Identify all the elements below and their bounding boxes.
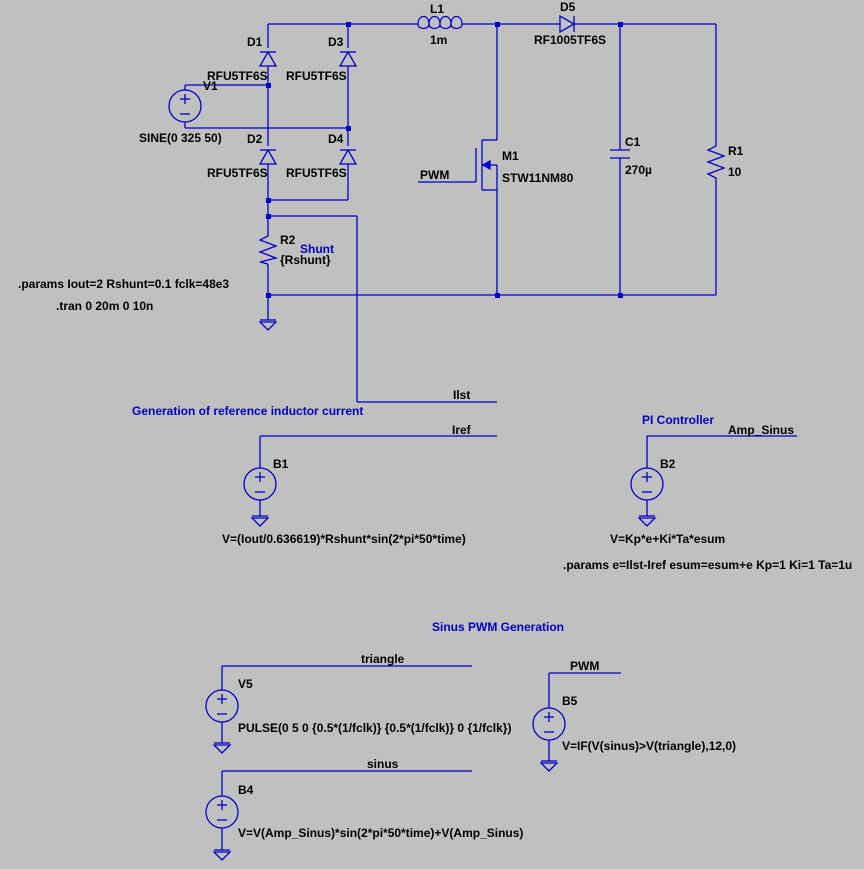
- b1-value: V=(Iout/0.636619)*Rshunt*sin(2*pi*50*tim…: [222, 532, 466, 546]
- diode-d1[interactable]: [258, 50, 278, 67]
- d3-name: D3: [328, 35, 344, 49]
- tran-directive: .tran 0 20m 0 10n: [56, 299, 153, 313]
- triangle-label: triangle: [361, 652, 405, 666]
- v5-value: PULSE(0 5 0 {0.5*(1/fclk)} {0.5*(1/fclk)…: [238, 721, 511, 735]
- d1-name: D1: [247, 35, 263, 49]
- d5-value: RF1005TF6S: [534, 33, 606, 47]
- voltage-source-v1[interactable]: [168, 89, 202, 123]
- v1-name: V1: [203, 79, 218, 93]
- ground-symbols: [212, 319, 657, 861]
- voltage-source-v5[interactable]: [205, 665, 472, 723]
- d3-value: RFU5TF6S: [286, 69, 347, 83]
- diode-d4[interactable]: [338, 148, 358, 165]
- behavioral-source-b2[interactable]: [630, 435, 797, 501]
- behavioral-source-b5[interactable]: [532, 672, 621, 741]
- d4-value: RFU5TF6S: [286, 166, 347, 180]
- l1-value: 1m: [430, 33, 447, 47]
- params2-directive: .params e=Ilst-Iref esum=esum+e Kp=1 Ki=…: [563, 558, 852, 572]
- shunt-comment: Shunt: [300, 242, 334, 256]
- ilst-label: Ilst: [453, 388, 470, 402]
- amp-sinus-label: Amp_Sinus: [728, 423, 794, 437]
- pi-controller-comment: PI Controller: [642, 413, 714, 427]
- m1-value: STW11NM80: [502, 171, 574, 185]
- r2-value: {Rshunt}: [280, 253, 331, 267]
- b5-value: V=IF(V(sinus)>V(triangle),12,0): [562, 739, 736, 753]
- d5-name: D5: [560, 0, 576, 14]
- diode-d2[interactable]: [258, 148, 278, 165]
- l1-name: L1: [430, 2, 444, 16]
- b2-value: V=Kp*e+Ki*Ta*esum: [610, 532, 725, 546]
- behavioral-source-b4[interactable]: [205, 770, 472, 829]
- resistor-r1[interactable]: [706, 138, 726, 188]
- c1-value: 270µ: [625, 163, 652, 177]
- power-stage-wires: [184, 23, 717, 403]
- mosfet-m1[interactable]: [475, 139, 498, 191]
- d1-value: RFU5TF6S: [207, 69, 268, 83]
- pwm-gate-label: PWM: [420, 168, 449, 182]
- iref-label: Iref: [452, 423, 472, 437]
- r2-name: R2: [280, 233, 296, 247]
- r1-name: R1: [728, 144, 744, 158]
- b1-name: B1: [273, 457, 289, 471]
- diode-d3[interactable]: [338, 50, 358, 67]
- b2-name: B2: [660, 457, 676, 471]
- resistor-r2[interactable]: [258, 230, 279, 265]
- d2-value: RFU5TF6S: [207, 166, 268, 180]
- inductor-l1[interactable]: [417, 15, 463, 30]
- d2-name: D2: [247, 132, 263, 146]
- params1-directive: .params Iout=2 Rshunt=0.1 fclk=48e3: [18, 277, 229, 291]
- v5-name: V5: [238, 677, 253, 691]
- r1-value: 10: [728, 165, 742, 179]
- v1-value: SINE(0 325 50): [139, 131, 222, 145]
- behavioral-source-b1[interactable]: [243, 435, 497, 501]
- ref-current-comment: Generation of reference inductor current: [132, 404, 363, 418]
- d4-name: D4: [328, 132, 344, 146]
- sinus-pwm-comment: Sinus PWM Generation: [432, 620, 564, 634]
- sinus-label: sinus: [367, 757, 399, 771]
- diode-d5[interactable]: [552, 14, 582, 34]
- b5-name: B5: [562, 694, 578, 708]
- capacitor-c1[interactable]: [610, 149, 630, 159]
- b4-name: B4: [238, 783, 254, 797]
- pwm-out-label: PWM: [570, 659, 599, 673]
- c1-name: C1: [625, 135, 641, 149]
- junction-dots: [266, 22, 623, 298]
- m1-name: M1: [502, 149, 519, 163]
- b4-value: V=V(Amp_Sinus)*sin(2*pi*50*time)+V(Amp_S…: [238, 826, 523, 840]
